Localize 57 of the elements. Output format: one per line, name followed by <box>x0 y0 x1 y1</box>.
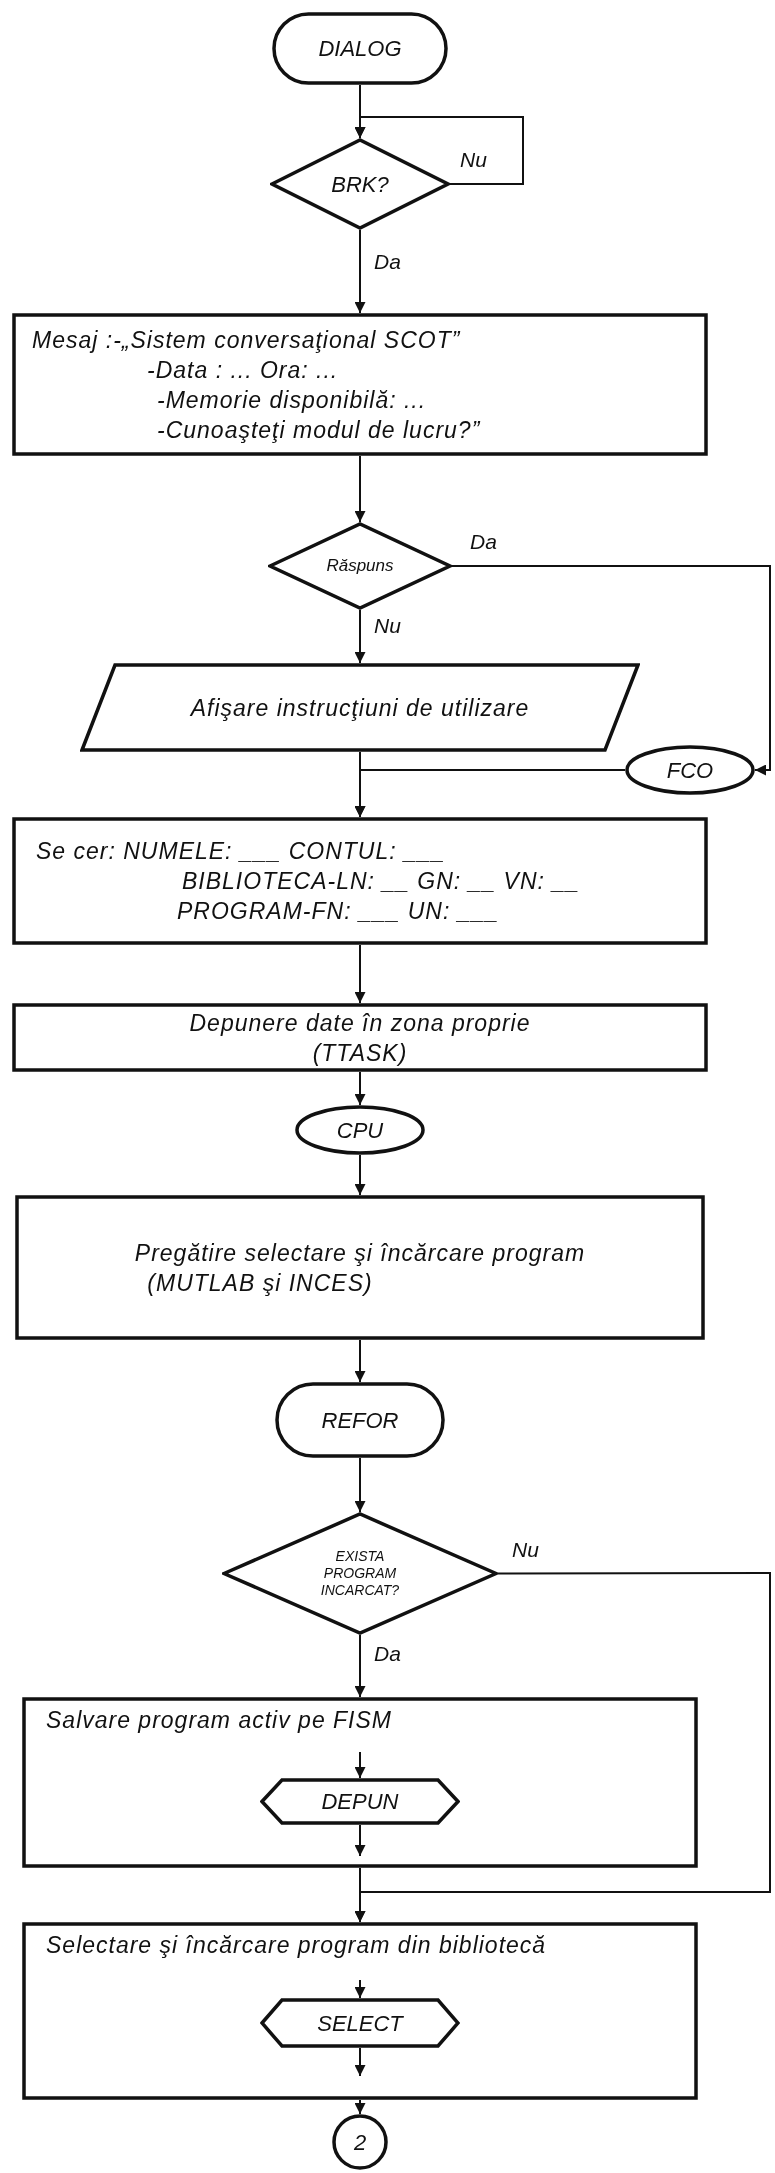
node-text: Salvare program activ pe FISM <box>45 1706 393 1735</box>
process-box <box>12 1003 708 1072</box>
node-text: Depunere date în zona proprie <box>188 1008 532 1038</box>
arrow <box>354 769 626 818</box>
subroutine-hexagon <box>260 1998 460 2048</box>
connector-circle <box>332 2114 388 2170</box>
node-text: BRK? <box>331 170 389 199</box>
node-text: -Cunoaşteţi modul de lucru?” <box>156 415 482 445</box>
arrow <box>354 1867 366 1923</box>
arrow <box>354 229 366 314</box>
arrow <box>354 944 366 1004</box>
node-text: Pregătire selectare şi încărcare program <box>133 1238 587 1268</box>
arrow <box>354 1979 366 1999</box>
process-box <box>12 313 708 456</box>
arrow <box>451 565 771 776</box>
node-text: PROGRAM-FN: ___ UN: ___ <box>176 897 501 926</box>
process-box <box>22 1922 698 2100</box>
process-box <box>12 817 708 945</box>
node-text: (TTASK) <box>311 1038 409 1068</box>
node-text: DEPUN <box>321 1788 399 1816</box>
decision-diamond <box>222 1512 498 1635</box>
node-text: -Memorie disponibilă: ... <box>156 385 428 415</box>
connector-ellipse <box>625 745 755 795</box>
decision-diamond <box>268 522 452 610</box>
process-box <box>22 1697 698 1868</box>
arrow <box>354 116 524 185</box>
node-text: REFOR <box>321 1406 399 1435</box>
arrow <box>354 1071 366 1106</box>
node-text: Afişare instrucţiuni de utilizare <box>189 693 531 723</box>
node-text: CPU <box>336 1116 384 1145</box>
arrow <box>354 1824 366 1857</box>
node-text: -Data : ... Ora: ... <box>146 355 340 385</box>
node-text: Se cer: NUMELE: ___ CONTUL: ___ <box>35 837 447 866</box>
node-text: DIALOG <box>318 35 402 63</box>
arrow <box>354 1339 366 1383</box>
node-text: EXISTA PROGRAM INCARCAT? <box>319 1548 401 1599</box>
output-parallelogram <box>80 663 640 752</box>
node-text: FCO <box>666 756 714 785</box>
node-text: BIBLIOTECA-LN: __ GN: __ VN: __ <box>181 867 581 896</box>
process-box <box>15 1195 705 1340</box>
arrow <box>354 1634 366 1698</box>
node-text: (MUTLAB şi INCES) <box>146 1268 374 1298</box>
arrow <box>354 609 366 664</box>
arrow <box>354 2099 366 2115</box>
node-text: Mesaj :-„Sistem conversaţional SCOT” <box>31 325 462 355</box>
arrow <box>354 455 366 523</box>
node-text: Răspuns <box>326 555 394 578</box>
node-text: SELECT <box>317 2009 403 2038</box>
decision-diamond <box>270 138 450 230</box>
arrow <box>354 2047 366 2077</box>
arrow <box>354 1154 366 1196</box>
arrow <box>354 1457 366 1513</box>
node-text: Selectare şi încărcare program din bibliotecă <box>45 1931 548 1960</box>
arrow <box>354 1751 366 1779</box>
node-text: 2 <box>353 2128 367 2157</box>
subroutine-hexagon <box>260 1778 460 1825</box>
connector-ellipse <box>295 1105 425 1155</box>
